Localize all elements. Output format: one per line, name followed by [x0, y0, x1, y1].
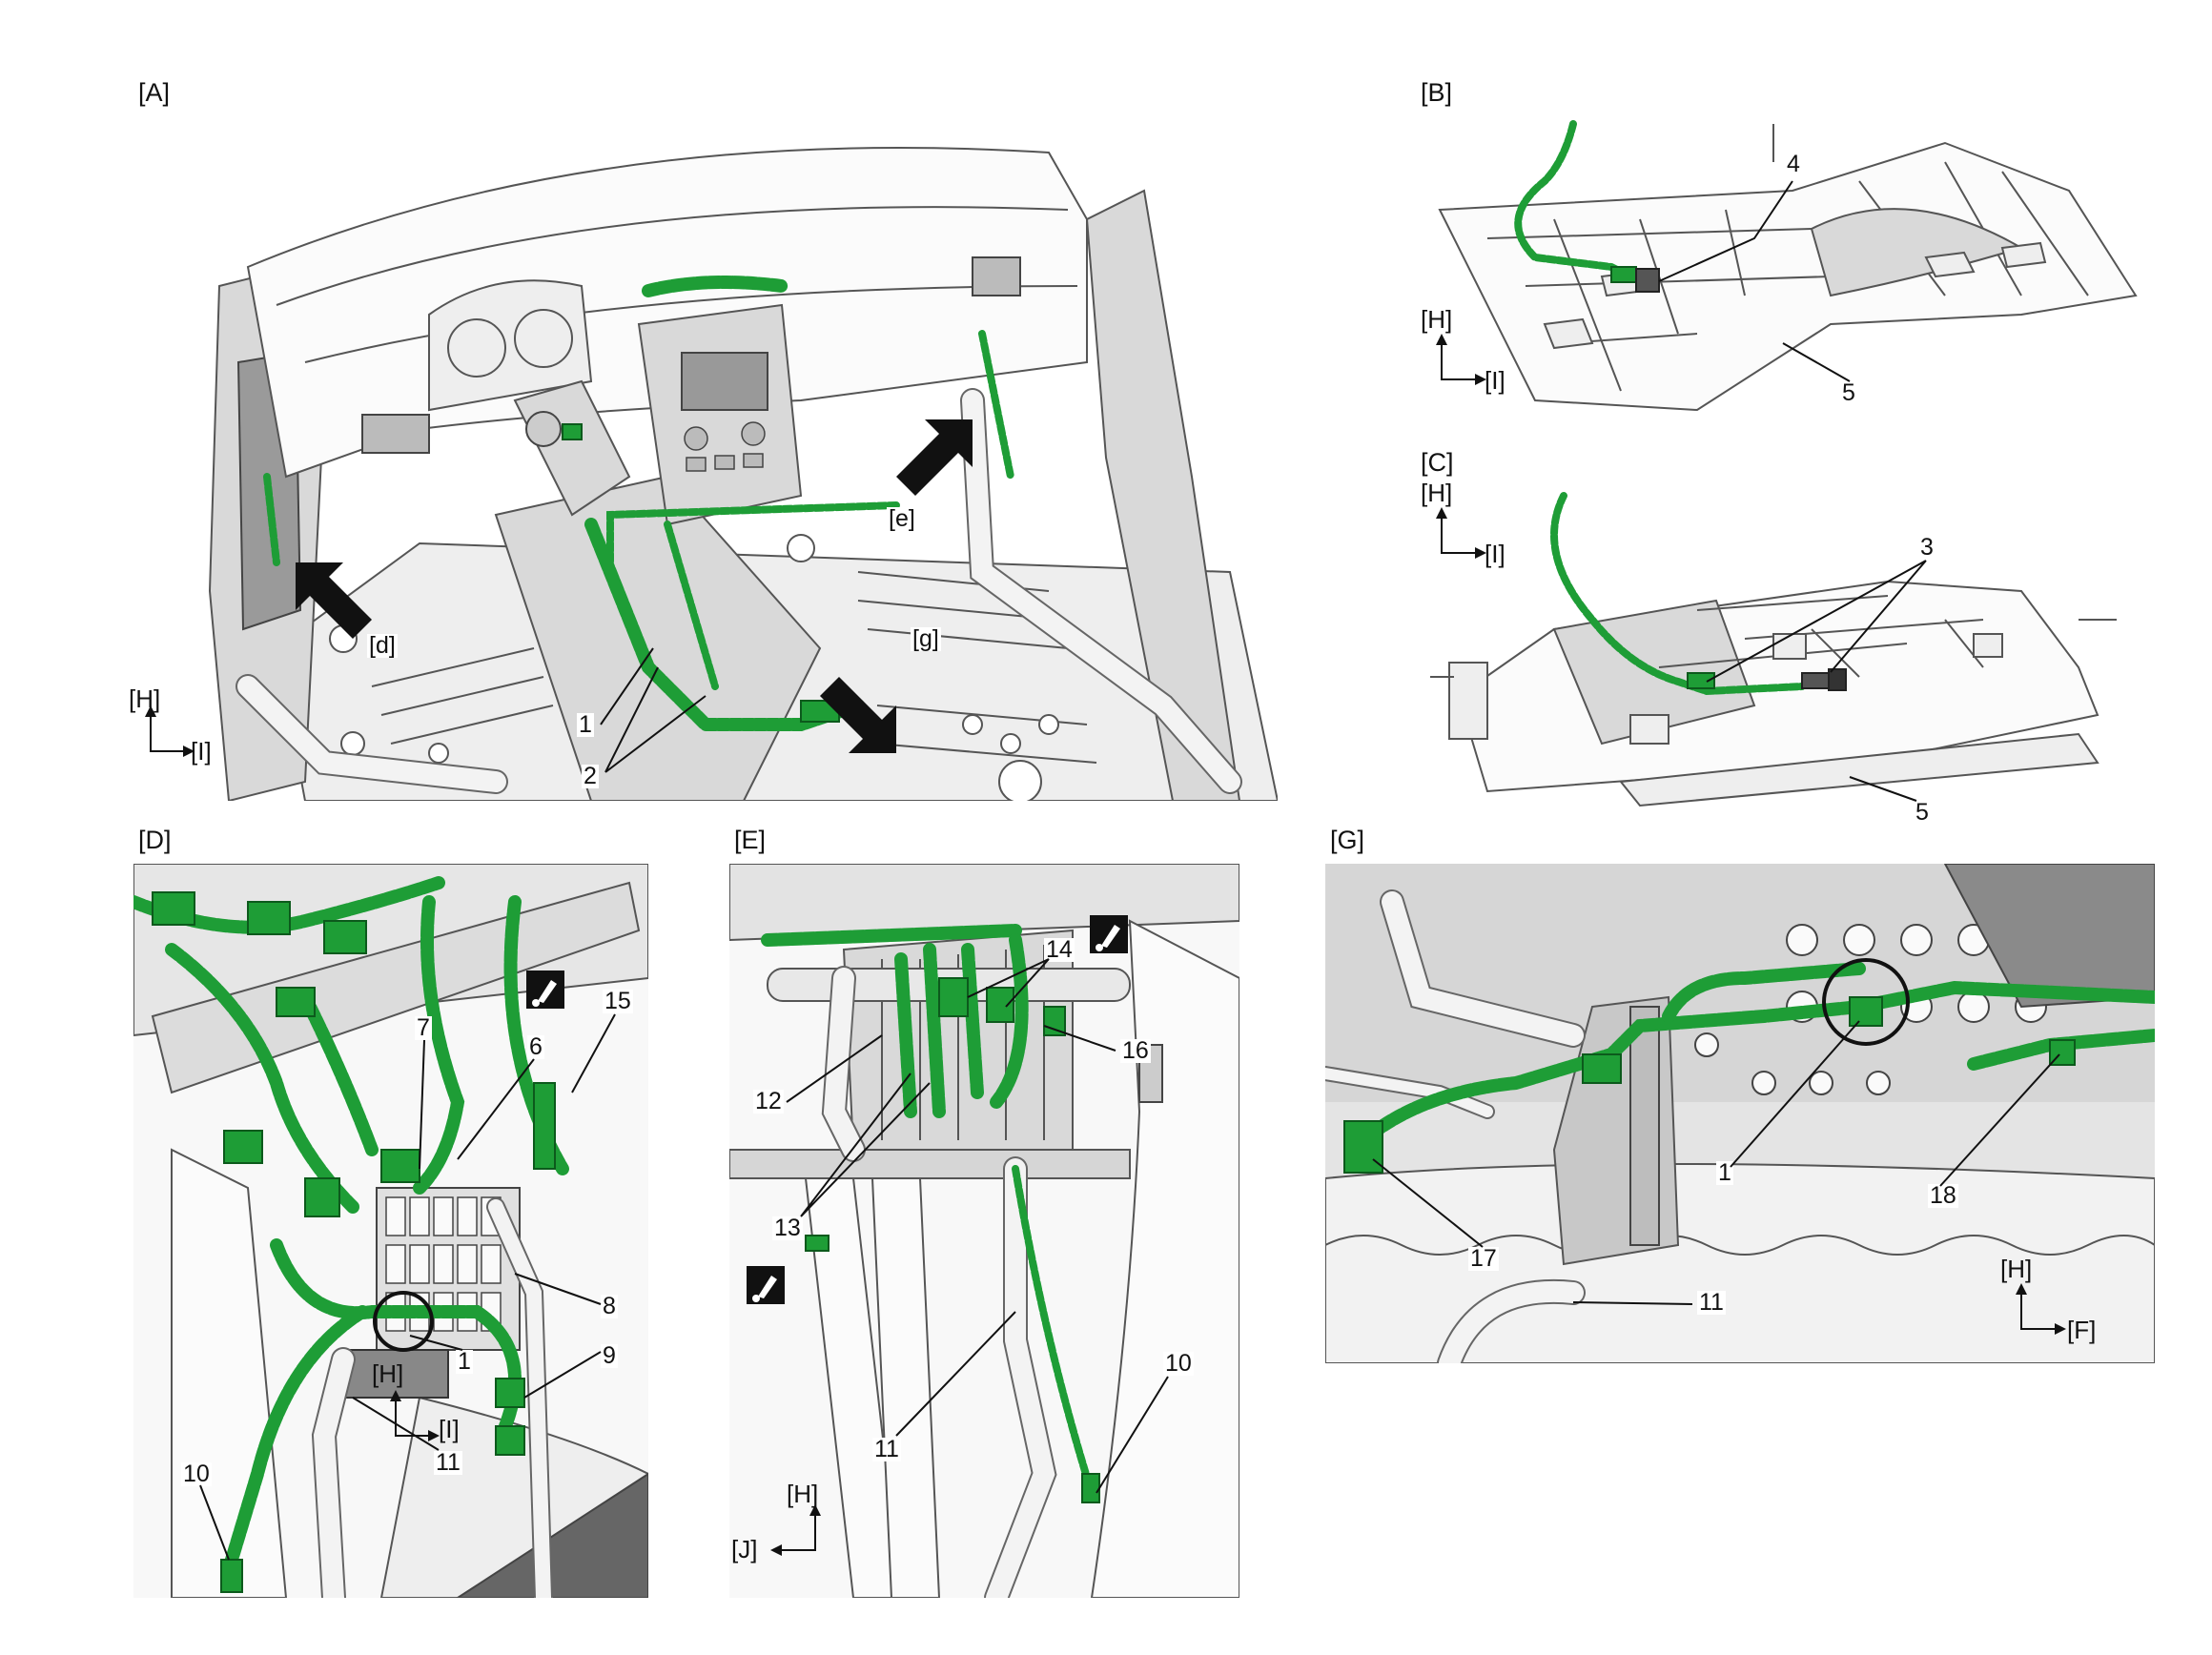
panel-b-label: [B]: [1421, 78, 1453, 107]
callout-9: 9: [601, 1342, 618, 1369]
callout-7: 7: [415, 1014, 432, 1041]
panel-e-label: [E]: [734, 826, 767, 854]
callout-10: 10: [181, 1461, 212, 1487]
axis-i-label: [I]: [1485, 540, 1505, 568]
panel-g-label: [G]: [1330, 826, 1365, 854]
grease-apply-icon: [526, 971, 564, 1009]
panel-c-illustration: 3 5 [H] [I]: [1411, 477, 2174, 839]
axis-j-label: [J]: [731, 1535, 758, 1563]
callout-1: 1: [577, 711, 594, 738]
panel-e-illustration: 14 16 12 13 10 11 [H] [J]: [729, 864, 1239, 1598]
callout-18: 18: [1928, 1182, 1958, 1209]
grease-apply-icon: [1090, 915, 1128, 953]
grease-apply-icon: [747, 1266, 785, 1304]
callout-17: 17: [1468, 1245, 1499, 1272]
callout-12: 12: [753, 1088, 784, 1114]
view-d-label: [d]: [367, 632, 398, 659]
callout-11: 11: [872, 1436, 901, 1462]
callout-8: 8: [601, 1293, 618, 1319]
callout-13: 13: [772, 1215, 803, 1241]
callout-1: 1: [1716, 1159, 1733, 1186]
axis-h-label: [H]: [129, 684, 161, 713]
panel-a-illustration: [d] [e] [g] 1 2 [H] [I]: [129, 114, 1278, 801]
callout-15: 15: [603, 988, 633, 1014]
callout-3: 3: [1918, 534, 1936, 561]
axis-i-label: [I]: [439, 1415, 460, 1443]
axis-h-label: [H]: [2000, 1255, 2033, 1283]
axis-h-label: [H]: [1421, 305, 1453, 334]
callout-6: 6: [527, 1033, 544, 1060]
panel-b-illustration: 4 5 [H] [I]: [1411, 105, 2174, 429]
callout-11: 11: [1697, 1289, 1726, 1316]
callout-1: 1: [456, 1348, 473, 1375]
axis-h-label: [H]: [372, 1359, 404, 1388]
callout-2: 2: [582, 763, 599, 789]
panel-g-illustration: 1 17 18 11 [H] [F]: [1325, 864, 2155, 1363]
panel-d-illustration: 7 6 15 8 9 1 10 11 [H] [I]: [133, 864, 648, 1598]
panel-a-label: [A]: [138, 78, 171, 107]
callout-5: 5: [1914, 799, 1931, 826]
axis-h-label: [H]: [1421, 479, 1453, 507]
view-g-label: [g]: [911, 625, 941, 652]
callout-4: 4: [1785, 151, 1802, 177]
callout-16: 16: [1120, 1037, 1151, 1064]
axis-i-label: [I]: [1485, 366, 1505, 395]
axis-f-label: [F]: [2067, 1316, 2097, 1344]
callout-11: 11: [434, 1449, 462, 1476]
axis-h-label: [H]: [787, 1480, 819, 1508]
view-e-label: [e]: [887, 505, 917, 532]
panel-c-label: [C]: [1421, 448, 1454, 477]
callout-10: 10: [1163, 1350, 1194, 1377]
axis-i-label: [I]: [191, 737, 212, 766]
panel-d-label: [D]: [138, 826, 172, 854]
callout-5: 5: [1840, 379, 1857, 406]
callout-14: 14: [1044, 936, 1075, 963]
